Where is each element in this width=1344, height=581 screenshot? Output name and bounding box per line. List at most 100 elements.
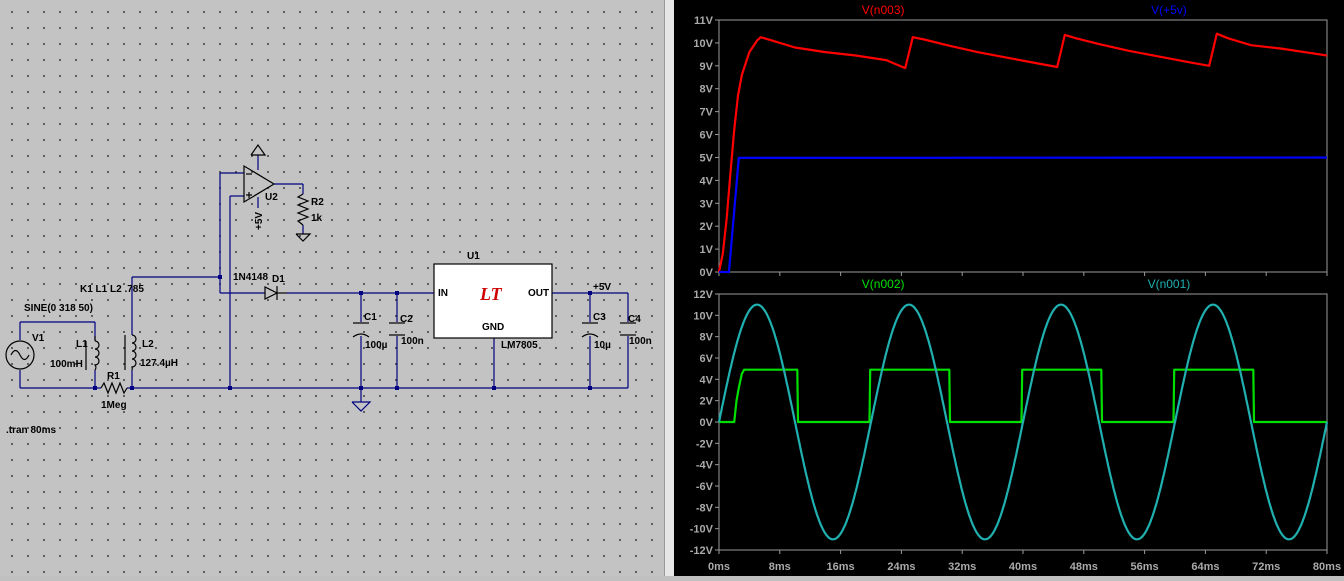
c4-name: C4 [628, 314, 641, 325]
x-tick-label: 48ms [1070, 561, 1098, 573]
trace-label[interactable]: V(+5v) [1151, 3, 1187, 17]
y-tick-label: 4V [700, 374, 714, 386]
x-tick-label: 0ms [708, 561, 730, 573]
c1-name: C1 [364, 312, 377, 323]
u2-supply-label: +5V [254, 212, 265, 230]
y-tick-label: 2V [700, 396, 714, 408]
junction-dot [395, 386, 399, 390]
junction-dot [588, 291, 592, 295]
y-tick-label: -10V [690, 524, 714, 536]
x-tick-label: 16ms [827, 561, 855, 573]
y-tick-label: 0V [700, 417, 714, 429]
v1-name: V1 [32, 333, 45, 344]
coupling-directive[interactable]: K1 L1 L2 .785 [80, 284, 144, 295]
x-tick-label: 80ms [1313, 561, 1341, 573]
inductor-l2[interactable] [124, 334, 137, 371]
wires [19, 155, 629, 402]
trace-v-n001-[interactable] [717, 303, 1329, 541]
capacitor-c4[interactable] [620, 322, 636, 336]
c3-name: C3 [593, 312, 606, 323]
capacitor-c2[interactable] [389, 322, 405, 336]
y-tick-label: -6V [696, 481, 714, 493]
voltage-source-v1[interactable] [5, 340, 35, 370]
d1-model: 1N4148 [233, 272, 268, 283]
y-tick-label: 3V [700, 198, 714, 210]
y-tick-label: 7V [700, 107, 714, 119]
trace-v-5v-[interactable] [719, 156, 1328, 274]
capacitor-c1[interactable] [352, 322, 370, 338]
diode-d1[interactable] [264, 286, 287, 300]
c3-value: 10µ [594, 340, 611, 351]
y-tick-label: 9V [700, 61, 714, 73]
inductor-l1[interactable] [85, 336, 100, 371]
plot-frame [718, 19, 1328, 273]
l2-value: 127.4µH [140, 358, 178, 369]
y-tick-label: 0V [700, 267, 714, 279]
y-tick-label: 10V [693, 38, 713, 50]
y-tick-label: 12V [693, 289, 713, 301]
y-tick-label: 4V [700, 175, 714, 187]
lt-logo-icon: LT [479, 284, 503, 304]
opamp-u2[interactable] [243, 143, 276, 204]
x-tick-label: 72ms [1252, 561, 1280, 573]
r1-value: 1Meg [101, 400, 127, 411]
junction-dot [588, 386, 592, 390]
waveform-canvas[interactable]: 0V1V2V3V4V5V6V7V8V9V10V11VV(n003)V(+5v) … [674, 0, 1344, 576]
y-tick-label: 11V [694, 15, 714, 27]
y-tick-label: -8V [696, 502, 714, 514]
u1-name: U1 [467, 251, 480, 262]
c2-value: 100n [401, 336, 424, 347]
y-tick-label: 1V [700, 244, 714, 256]
x-tick-label: 40ms [1009, 561, 1037, 573]
l1-value: 100mH [50, 359, 83, 370]
trace-label[interactable]: V(n002) [862, 277, 905, 291]
regulator-u1[interactable] [433, 263, 553, 339]
y-tick-label: 10V [693, 310, 713, 322]
plot-pane-bottom[interactable]: -12V -10V -8V -6V -4V -2V 0V 2V 4V 6V 8V 10V 12V 0ms 8… [690, 277, 1341, 573]
u1-out-pin: OUT [528, 288, 549, 299]
y-tick-label: -12V [690, 545, 714, 557]
y-tick-label: 6V [700, 353, 714, 365]
x-tick-label: 56ms [1131, 561, 1159, 573]
ground-symbol[interactable] [351, 401, 372, 412]
r2-value: 1k [311, 213, 323, 224]
y-tick-label: -4V [696, 460, 714, 472]
y-tick-label: 8V [700, 84, 714, 96]
u2-name: U2 [265, 192, 278, 203]
c4-value: 100n [629, 336, 652, 347]
schematic-editor[interactable]: V1 SINE(0 318 50) L1 100mH L2 127.4µH K1… [0, 0, 664, 576]
junction-dot [492, 386, 496, 390]
capacitor-c3[interactable] [581, 322, 599, 338]
junction-dot [359, 386, 363, 390]
d1-name: D1 [272, 274, 285, 285]
trace-label[interactable]: V(n001) [1148, 277, 1191, 291]
c1-value: 100µ [365, 340, 388, 351]
junction-dot [130, 386, 134, 390]
junction-dot [359, 291, 363, 295]
u1-gnd-pin: GND [482, 322, 504, 333]
schematic-canvas[interactable]: V1 SINE(0 318 50) L1 100mH L2 127.4µH K1… [0, 0, 664, 576]
y-tick-label: 2V [700, 221, 714, 233]
x-tick-label: 64ms [1191, 561, 1219, 573]
u1-part: LM7805 [501, 340, 538, 351]
r2-name: R2 [311, 197, 324, 208]
y-tick-label: 8V [700, 332, 714, 344]
junction-dot [395, 291, 399, 295]
l2-name: L2 [142, 339, 154, 350]
resistor-r2[interactable] [295, 193, 312, 242]
junction-dot [228, 386, 232, 390]
junctions [93, 275, 592, 390]
resistor-r1[interactable] [100, 381, 128, 395]
y-tick-label: -2V [696, 438, 714, 450]
trace-v-n002-[interactable] [719, 368, 1327, 424]
trace-v-n003-[interactable] [717, 32, 1328, 273]
tran-directive[interactable]: .tran 80ms [6, 425, 56, 436]
c2-name: C2 [400, 314, 413, 325]
trace-label[interactable]: V(n003) [862, 3, 905, 17]
l1-name: L1 [76, 339, 88, 350]
x-tick-label: 8ms [769, 561, 791, 573]
junction-dot [93, 386, 97, 390]
junction-dot [218, 275, 222, 279]
